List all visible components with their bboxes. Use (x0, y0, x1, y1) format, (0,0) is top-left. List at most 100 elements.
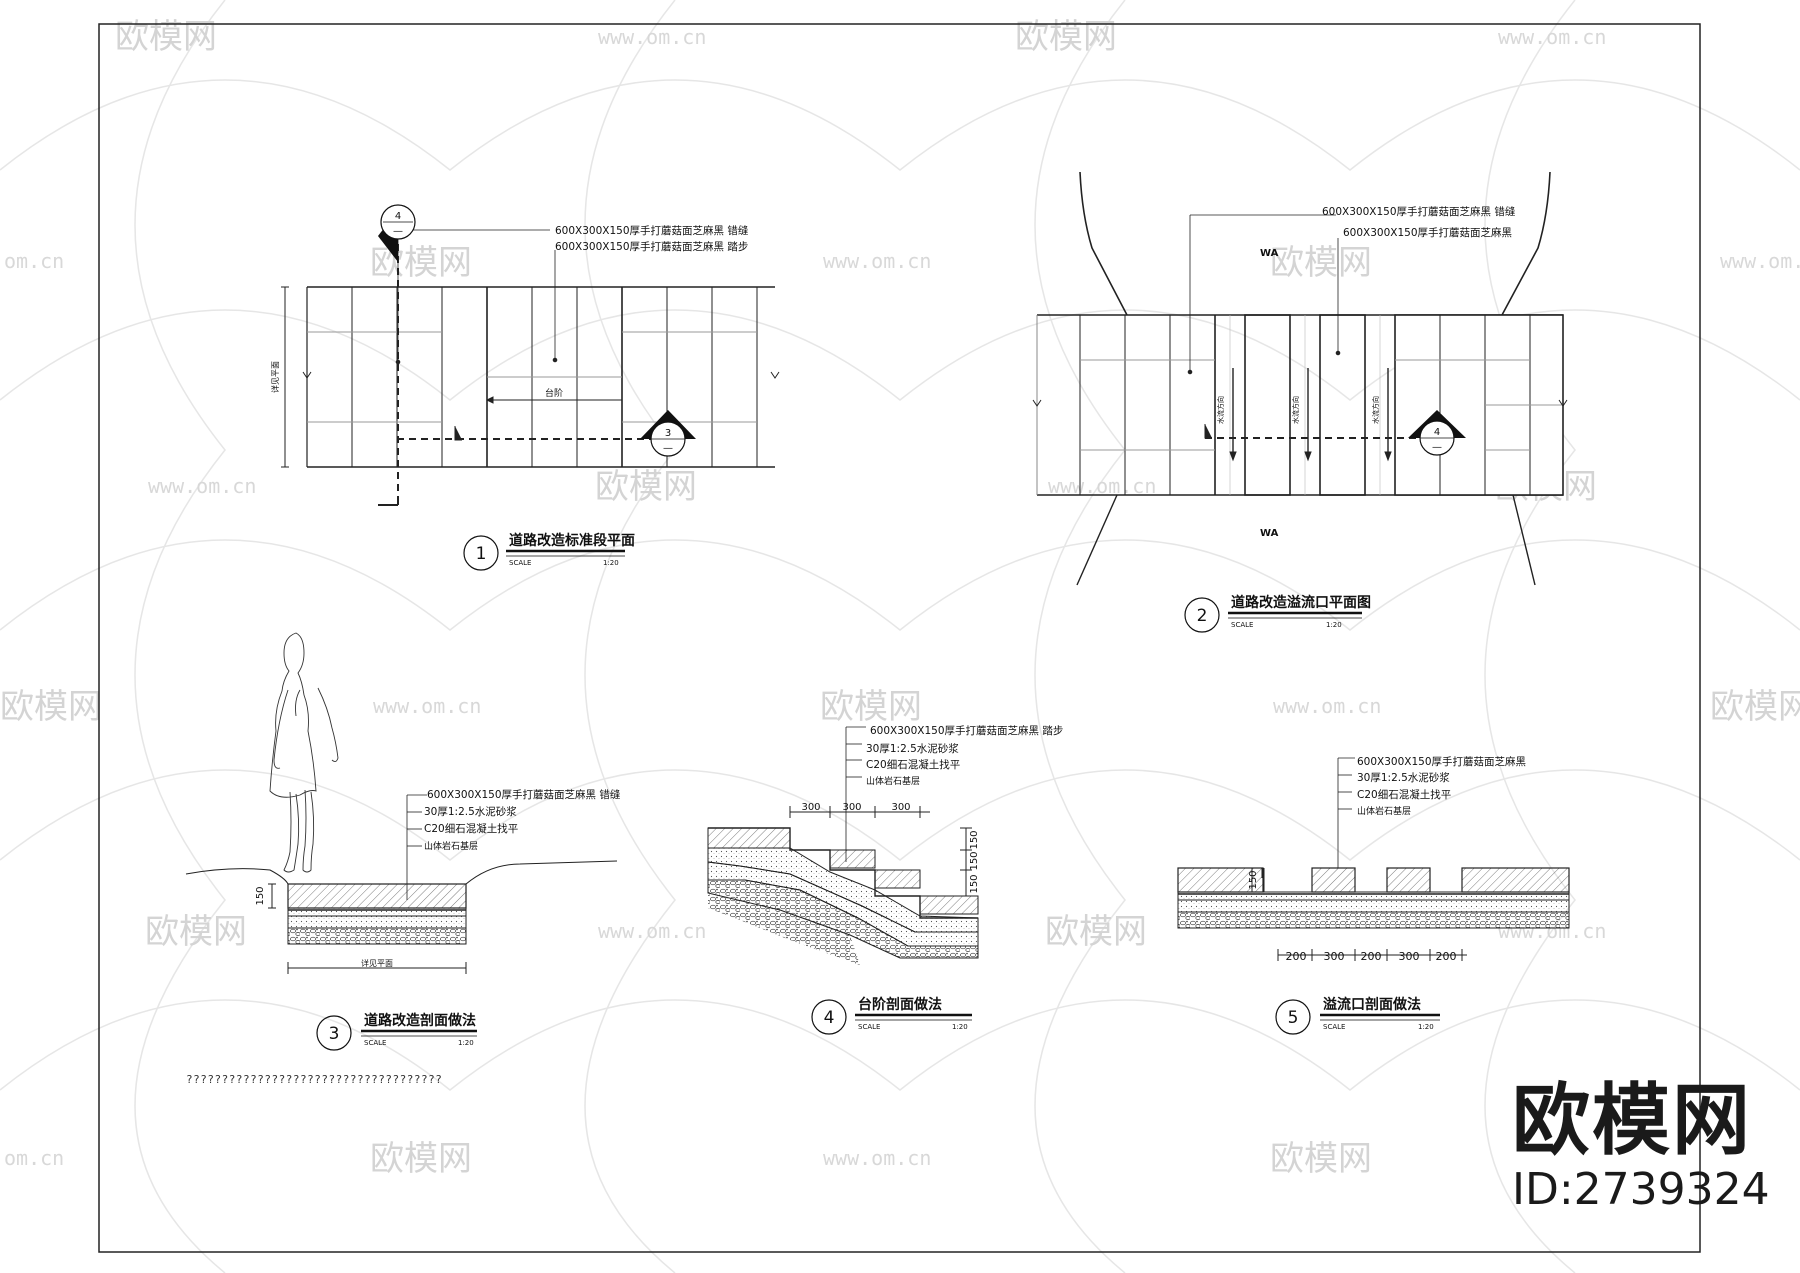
drawing-1-title: 1 道路改造标准段平面 SCALE 1:20 (463, 532, 635, 571)
scale-label: SCALE (858, 1023, 880, 1031)
drawing-3-section (185, 794, 618, 974)
section-mark-4: 4 — (378, 204, 416, 262)
wa-label: WA (1260, 248, 1279, 259)
watermark-brand: 欧模网 (820, 687, 922, 727)
watermark-url: www.om.cn (1498, 25, 1606, 49)
dimension-label: 300 (1324, 950, 1345, 963)
drawing-number: 2 (1197, 606, 1208, 626)
svg-text:4: 4 (395, 211, 401, 222)
watermark-brand: 欧模网 (1710, 687, 1800, 727)
watermark-url: www.om.cn (823, 1146, 931, 1170)
svg-text:3: 3 (665, 428, 671, 439)
drawing-1-notes: 600X300X150厚手打蘑菇面芝麻黑 错缝 600X300X150厚手打蘑菇… (270, 224, 749, 399)
section-mark-4b: 4 — (1408, 410, 1466, 456)
watermark-url: om.cn (4, 1146, 64, 1170)
scale-value: 1:20 (458, 1039, 474, 1047)
scale-value: 1:20 (1326, 621, 1342, 629)
drawing-title: 道路改造标准段平面 (509, 532, 635, 549)
note-text: 30厚1:2.5水泥砂浆 (866, 742, 959, 755)
dimension-label: 200 (1436, 950, 1457, 963)
watermark-brand: 欧模网 (595, 467, 697, 507)
note-text: 600X300X150厚手打蘑菇面芝麻黑 (1357, 755, 1526, 768)
drawing-number: 4 (824, 1008, 835, 1028)
dimension-label: 150 (969, 874, 980, 893)
drawing-4-title: 4 台阶剖面做法 SCALE 1:20 (811, 996, 972, 1035)
dimension-label: 200 (1361, 950, 1382, 963)
drawing-2-title: 2 道路改造溢流口平面图 SCALE 1:20 (1184, 594, 1371, 633)
note-text: 30厚1:2.5水泥砂浆 (424, 805, 517, 818)
drawing-4-notes: 600X300X150厚手打蘑菇面芝麻黑 踏步 30厚1:2.5水泥砂浆 C20… (801, 724, 1063, 894)
dimension-label: 150 (1248, 870, 1259, 889)
dimension-label: 300 (842, 802, 861, 813)
dimension-label: 150 (255, 886, 266, 905)
dimension-label: 300 (891, 802, 910, 813)
dimension-label: 200 (1286, 950, 1307, 963)
svg-text:4: 4 (1434, 427, 1440, 438)
svg-text:—: — (1432, 442, 1442, 453)
watermark-url: www.om.cn (373, 694, 481, 718)
drawing-3-title: 3 道路改造剖面做法 SCALE 1:20 (316, 1012, 477, 1051)
dimension-label: 300 (801, 802, 820, 813)
drawing-title: 道路改造溢流口平面图 (1231, 594, 1371, 611)
drawing-5-notes: 600X300X150厚手打蘑菇面芝麻黑 30厚1:2.5水泥砂浆 C20细石混… (1248, 755, 1526, 963)
watermark-brand: 欧模网 (1045, 912, 1147, 952)
note-text: 30厚1:2.5水泥砂浆 (1357, 771, 1450, 784)
watermark-brand: 欧模网 (115, 17, 217, 57)
flow-label: 水流方向 (1291, 396, 1300, 424)
scale-label: SCALE (364, 1039, 386, 1047)
note-text: 山体岩石基层 (1357, 805, 1411, 817)
drawing-5-section (1177, 757, 1570, 961)
note-text: 600X300X150厚手打蘑菇面芝麻黑 (1343, 226, 1512, 239)
note-text: C20细石混凝土找平 (1357, 788, 1451, 801)
flow-label: 水流方向 (1216, 396, 1225, 424)
model-id: ID:2739324 (1512, 1164, 1770, 1215)
watermark-url: www.om.cn (1720, 249, 1800, 273)
note-text: 山体岩石基层 (866, 775, 920, 787)
dimension-label: 150 (969, 830, 980, 849)
svg-text:—: — (663, 443, 673, 454)
watermark-url: om.cn (4, 249, 64, 273)
watermark-brand: 欧模网 (1270, 1139, 1372, 1179)
note-text: 600X300X150厚手打蘑菇面芝麻黑 踏步 (555, 240, 748, 253)
scale-label: SCALE (1231, 621, 1253, 629)
footnote-text: ???????????????????????????????????? (186, 1073, 443, 1086)
note-text: C20细石混凝土找平 (866, 758, 960, 771)
watermark-brand: 欧模网 (1270, 243, 1372, 283)
bottom-label: 详见平面 (361, 958, 393, 968)
corner-brand: 欧模网 ID:2739324 (1512, 1082, 1770, 1212)
watermark-url: www.om.cn (1273, 694, 1381, 718)
dimension-label: 300 (1399, 950, 1420, 963)
section-mark-3: 3 — (640, 410, 696, 457)
watermark-url: www.om.cn (598, 919, 706, 943)
drawing-title: 道路改造剖面做法 (364, 1012, 476, 1029)
note-text: C20细石混凝土找平 (424, 822, 518, 835)
flow-label: 水流方向 (1371, 396, 1380, 424)
drawing-3-notes: 600X300X150厚手打蘑菇面芝麻黑 错缝 30厚1:2.5水泥砂浆 C20… (255, 788, 621, 968)
note-text: 600X300X150厚手打蘑菇面芝麻黑 错缝 (555, 224, 749, 237)
svg-text:—: — (393, 226, 403, 237)
watermark-brand: 欧模网 (370, 1139, 472, 1179)
dimension-label: 150 (969, 851, 980, 870)
step-label: 台阶 (545, 387, 563, 399)
watermark-url: www.om.cn (598, 25, 706, 49)
side-label: 详见平面 (270, 361, 280, 393)
note-text: 600X300X150厚手打蘑菇面芝麻黑 踏步 (870, 724, 1063, 737)
watermark-brand: 欧模网 (370, 243, 472, 283)
drawing-number: 1 (476, 544, 487, 564)
scale-value: 1:20 (952, 1023, 968, 1031)
watermark-url: www.om.cn (1048, 474, 1156, 498)
note-text: 600X300X150厚手打蘑菇面芝麻黑 错缝 (427, 788, 621, 801)
wa-label: WA (1260, 528, 1279, 539)
scale-value: 1:20 (1418, 1023, 1434, 1031)
drawing-title: 台阶剖面做法 (858, 996, 942, 1013)
watermark-url: www.om.cn (148, 474, 256, 498)
drawing-number: 5 (1288, 1008, 1299, 1028)
drawing-2-notes: 600X300X150厚手打蘑菇面芝麻黑 错缝 600X300X150厚手打蘑菇… (1216, 205, 1516, 539)
drawing-5-title: 5 溢流口剖面做法 SCALE 1:20 (1275, 996, 1440, 1035)
scale-label: SCALE (1323, 1023, 1345, 1031)
drawing-1-plan (281, 229, 780, 506)
watermark-brand: 欧模网 (1015, 17, 1117, 57)
person-figure (269, 632, 339, 873)
